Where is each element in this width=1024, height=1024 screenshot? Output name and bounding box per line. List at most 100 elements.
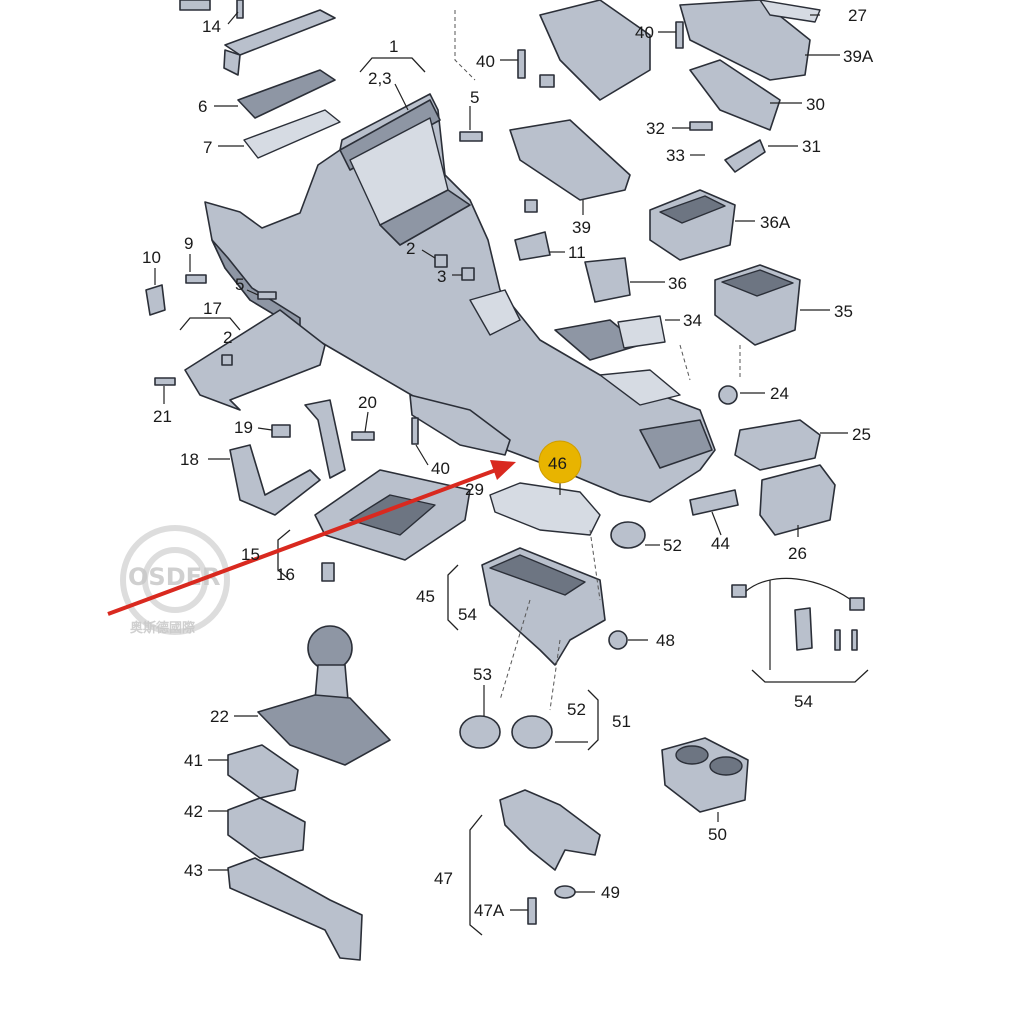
part-47a-screw: [527, 897, 537, 925]
brace-51: [587, 689, 599, 751]
callout-10: 10: [142, 248, 161, 267]
callout-26: 26: [788, 544, 807, 563]
callout-14: 14: [202, 17, 221, 36]
callout-31: 31: [802, 137, 821, 156]
callout-3: 3: [437, 267, 446, 286]
part-18-bracket: [229, 444, 321, 516]
callout-40-right: 40: [635, 23, 654, 42]
brace-17: [179, 317, 241, 331]
part-52-cap: [610, 521, 646, 549]
part-11-clip: [514, 231, 551, 261]
callout-41: 41: [184, 751, 203, 770]
callout-labels: 14 1 2,3 40 40 27 39A 5 6 30 7 32 33 31 …: [142, 6, 874, 920]
callout-2-upper: 2: [406, 239, 415, 258]
callout-1: 1: [389, 37, 398, 56]
callout-15: 15: [241, 545, 260, 564]
callout-33: 33: [666, 146, 685, 165]
part-54-connector-left: [731, 584, 747, 598]
part-10-cap: [145, 284, 166, 316]
part-39a-tray: [679, 0, 811, 81]
callout-54-left: 54: [458, 605, 477, 624]
part-26-switch-panel: [759, 464, 836, 536]
callout-30: 30: [806, 95, 825, 114]
callout-49: 49: [601, 883, 620, 902]
parts: [145, 0, 865, 961]
part-18-arm: [304, 399, 346, 479]
part-52-cap-lower: [511, 715, 553, 749]
part-47-hinge-bracket: [499, 789, 601, 871]
part-49-washer: [554, 885, 576, 899]
callout-39a: 39A: [843, 47, 874, 66]
callout-29: 29: [465, 480, 484, 499]
part-45-storage-well: [489, 554, 586, 596]
callout-50: 50: [708, 825, 727, 844]
callout-34: 34: [683, 311, 702, 330]
callout-53: 53: [473, 665, 492, 684]
leader-lines: [154, 10, 869, 936]
callout-5-lower: 5: [235, 275, 244, 294]
callout-40-lower: 40: [431, 459, 450, 478]
callout-48: 48: [656, 631, 675, 650]
brace-47: [469, 814, 483, 936]
part-41-block: [227, 744, 299, 799]
part-29-holder: [409, 394, 511, 456]
callout-47: 47: [434, 869, 453, 888]
callout-24: 24: [770, 384, 789, 403]
watermark: OSDER 奥斯德國際: [120, 525, 230, 636]
callout-35: 35: [834, 302, 853, 321]
callout-25: 25: [852, 425, 871, 444]
callout-18: 18: [180, 450, 199, 469]
callout-44: 44: [711, 534, 730, 553]
callout-45: 45: [416, 587, 435, 606]
part-54-wire: [744, 577, 859, 606]
part-31-clip: [724, 139, 766, 173]
brace-1: [359, 57, 426, 73]
callout-46: 46: [548, 454, 567, 473]
callout-19: 19: [234, 418, 253, 437]
part-clip-top: [179, 0, 211, 11]
part-35-opening: [721, 269, 794, 297]
brace-15: [277, 529, 291, 581]
watermark-gear-icon: [120, 525, 230, 635]
part-27-pad: [759, 0, 821, 23]
callout-43: 43: [184, 861, 203, 880]
part-trim-strip: [224, 9, 336, 56]
part-6-bracket: [237, 69, 336, 119]
callout-32: 32: [646, 119, 665, 138]
fasteners: [154, 0, 858, 651]
callout-9: 9: [184, 234, 193, 253]
part-15-opening: [349, 494, 436, 536]
center-console-body: [204, 93, 716, 503]
part-22-shift-boot: [257, 694, 391, 766]
callout-40-upper: 40: [476, 52, 495, 71]
callout-47a: 47A: [474, 901, 505, 920]
callout-5-upper: 5: [470, 88, 479, 107]
callout-6: 6: [198, 97, 207, 116]
part-54-bracket: [794, 607, 813, 651]
part-46-armrest-lid: [489, 482, 601, 536]
part-trim-strip-end: [223, 49, 241, 76]
part-36a-face: [659, 195, 726, 224]
part-25-cover: [734, 419, 821, 471]
part-50-cup-left: [675, 745, 709, 765]
part-storage-tray-upper: [539, 0, 651, 101]
callout-2-3: 2,3: [368, 69, 392, 88]
part-36-switch: [584, 257, 631, 303]
callout-17: 17: [203, 299, 222, 318]
callout-51: 51: [612, 712, 631, 731]
callout-27: 27: [848, 6, 867, 25]
part-43-trim: [227, 857, 363, 961]
callout-20: 20: [358, 393, 377, 412]
callout-52-upper: 52: [663, 536, 682, 555]
part-53-cap: [459, 715, 501, 749]
callout-16: 16: [276, 565, 295, 584]
part-34-pad: [617, 315, 666, 349]
part-16-clip: [321, 562, 335, 582]
part-48-nut: [608, 630, 628, 650]
highlight-marker: [538, 440, 582, 484]
part-17-bracket: [184, 309, 326, 411]
callout-36a: 36A: [760, 213, 791, 232]
brace-54: [751, 669, 869, 683]
callout-22: 22: [210, 707, 229, 726]
